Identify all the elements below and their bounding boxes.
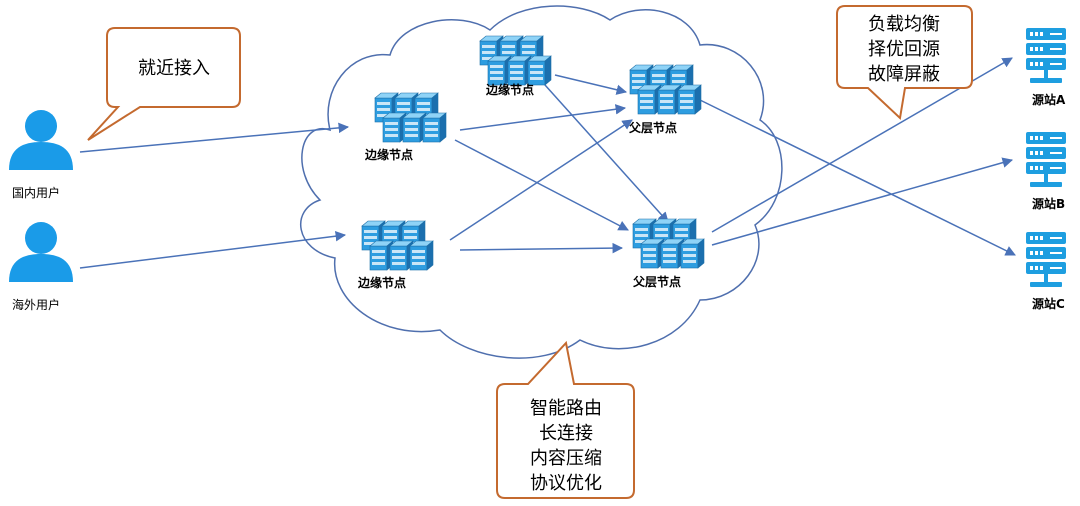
link-parent2-to-origin-b (711, 157, 1014, 246)
server-cluster-icon (362, 221, 433, 270)
edge-node-1: 边缘节点 (364, 93, 446, 162)
parent-node-1: 父层节点 (628, 65, 701, 135)
origin-label: 源站C (1032, 296, 1065, 311)
parent-node-label: 父层节点 (628, 120, 677, 135)
link-edge1-to-parent2 (454, 139, 629, 231)
link-edge3-to-parent2 (544, 84, 669, 223)
callout-balancing-line-3: 故障屏蔽 (868, 64, 940, 85)
callout-balancing-line-2: 择优回源 (868, 39, 940, 60)
server-cluster-icon (375, 93, 446, 142)
link-edge3-to-parent1 (554, 74, 628, 95)
origin-label: 源站A (1032, 92, 1066, 107)
parent-node-2: 父层节点 (632, 219, 704, 289)
link-domestic-to-edge (79, 122, 350, 153)
parent-node-label: 父层节点 (632, 274, 681, 289)
server-cluster-icon (633, 219, 704, 268)
edge-node-label: 边缘节点 (364, 147, 413, 162)
domestic-user-label: 国内用户 (12, 185, 60, 200)
origin-server-a: 源站A (1026, 28, 1066, 107)
edge-node-label: 边缘节点 (357, 275, 406, 290)
callout-access: 就近接入 (87, 27, 241, 141)
callout-access-line-1: 就近接入 (138, 58, 210, 79)
callout-routing: 智能路由 长连接 内容压缩 协议优化 (496, 340, 635, 499)
server-icon (1026, 28, 1066, 83)
user-icon (9, 110, 73, 170)
server-cluster-icon (630, 65, 701, 114)
domestic-user: 国内用户 (9, 110, 73, 200)
link-edge2-to-parent1 (449, 119, 633, 241)
origin-server-b: 源站B (1026, 132, 1066, 211)
link-edge1-to-parent1 (459, 104, 627, 131)
overseas-user: 海外用户 (9, 222, 73, 312)
edge-node-2: 边缘节点 (357, 221, 433, 290)
callout-balancing: 负载均衡 择优回源 故障屏蔽 (836, 5, 973, 121)
user-icon (9, 222, 73, 282)
overseas-user-label: 海外用户 (12, 297, 60, 312)
server-icon (1026, 132, 1066, 187)
callout-routing-line-1: 智能路由 (530, 398, 602, 419)
callout-routing-line-3: 内容压缩 (530, 448, 602, 469)
link-parent1-to-origin-c (699, 99, 1016, 256)
callout-routing-line-2: 长连接 (539, 423, 593, 444)
server-cluster-icon (480, 36, 551, 85)
callout-balancing-line-1: 负载均衡 (868, 14, 940, 35)
link-overseas-to-edge (79, 230, 347, 269)
callout-routing-line-4: 协议优化 (530, 473, 602, 494)
edge-node-label: 边缘节点 (485, 82, 534, 97)
link-edge2-to-parent2 (459, 242, 624, 254)
origin-label: 源站B (1032, 196, 1065, 211)
origin-server-c: 源站C (1026, 232, 1066, 311)
edge-node-3: 边缘节点 (480, 36, 551, 97)
server-icon (1026, 232, 1066, 287)
